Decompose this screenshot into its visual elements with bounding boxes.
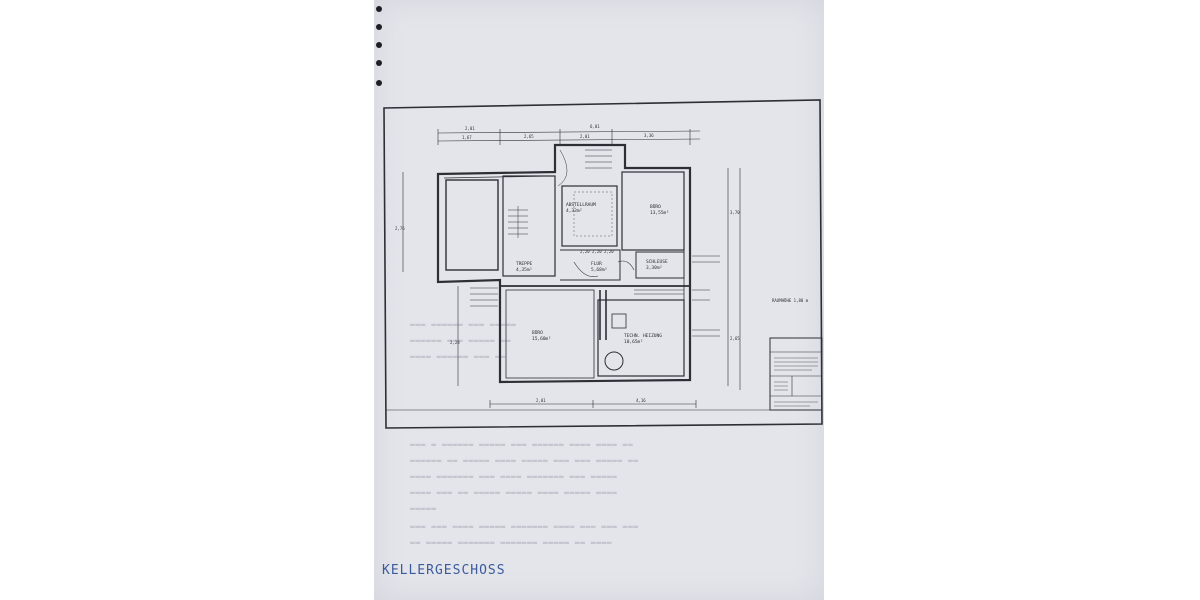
dimension-text: 3,70 [730,210,740,215]
title-block-lines [774,357,818,407]
show-through-text: ▬▬▬▬ ▬▬▬▬▬▬ ▬▬▬ ▬▬ [410,352,506,361]
room-label: BÜRO [650,203,661,210]
room-label: FLUR [591,261,602,267]
dimension-text: 2,01 [465,126,475,131]
dimension-text: 1,67 [462,135,472,140]
light-well [445,179,499,271]
title-block [769,337,823,411]
stair-room-walls [502,175,556,277]
room-area: 13,55m² [650,210,669,216]
room-label: TECHN. HEIZUNG [624,333,662,339]
office-lower-walls [505,289,595,379]
show-through-text: ▬▬▬▬▬▬ ▬▬▬ ▬▬▬▬▬ ▬▬ [410,336,512,345]
binder-hole [376,60,382,66]
room-area: 5,68m² [591,267,607,273]
show-through-text: ▬▬▬▬ ▬▬▬▬▬▬▬ ▬▬▬ ▬▬▬▬ ▬▬▬▬▬▬▬ ▬▬▬ ▬▬▬▬▬ [410,472,618,481]
binder-hole [376,24,382,30]
dimension-text: 6,01 [590,124,600,129]
storage-room-walls [561,185,618,247]
show-through-text: ▬▬▬▬▬ [410,504,437,513]
entry-stair [557,149,612,187]
dimension-text: 4,16 [636,398,646,403]
tank-symbol [604,351,624,371]
show-through-text: ▬▬▬ ▬▬▬ ▬▬▬▬ ▬▬▬▬▬ ▬▬▬▬▬▬▬ ▬▬▬▬ ▬▬▬ ▬▬▬ … [410,522,639,531]
dimension-text: 2,28 [450,340,460,345]
show-through-text: ▬▬▬▬▬▬ ▬▬ ▬▬▬▬▬ ▬▬▬▬ ▬▬▬▬▬ ▬▬▬ ▬▬▬ ▬▬▬▬▬… [410,456,639,465]
room-area: 15,60m² [532,336,551,342]
room-area: 4,35m² [516,267,532,273]
dimension-text: 2,01 [536,398,546,403]
room-height-note: RAUMHÖHE 1,80 m [772,298,809,303]
outside-steps [470,287,498,307]
dimension-text: 2,65 [730,336,740,341]
dimension-text: 3,36 [644,133,654,138]
dimension-ticks [437,129,691,145]
show-through-text: ▬▬▬ ▬ ▬▬▬▬▬▬ ▬▬▬▬▬ ▬▬▬ ▬▬▬▬▬▬ ▬▬▬▬ ▬▬▬▬ … [410,440,634,449]
airlock-walls [635,251,685,279]
office-upper-walls [621,171,685,251]
binder-hole [376,42,382,48]
show-through-text: ▬▬▬ ▬▬▬▬▬▬ ▬▬▬ ▬▬▬▬▬ [410,320,517,329]
room-area: 10,65m² [624,339,643,345]
technical-room-walls [597,299,685,377]
stair-treads [508,206,528,238]
dimension-text: 2,76 [395,226,405,231]
show-through-text: ▬▬▬▬ ▬▬▬ ▬▬ ▬▬▬▬▬ ▬▬▬▬▬ ▬▬▬▬ ▬▬▬▬▬ ▬▬▬▬ [410,488,618,497]
show-through-text: ▬▬ ▬▬▬▬▬ ▬▬▬▬▬▬▬ ▬▬▬▬▬▬▬ ▬▬▬▬▬ ▬▬ ▬▬▬▬ [410,538,613,547]
floor-caption: KELLERGESCHOSS [382,563,506,578]
dimension-line [437,138,701,142]
room-label: SCHLEUSE [646,259,668,265]
drawing-frame [383,99,823,429]
dimension-text: 2,20 [604,249,614,254]
dimension-text: 2,20 [592,249,602,254]
dimension-text: 2,20 [580,249,590,254]
outer-walls [436,143,692,384]
binder-hole [376,80,382,86]
room-area: 4,33m² [566,208,582,214]
installation-marks [692,255,720,337]
binder-hole [376,6,382,12]
dimension-line [437,130,701,134]
room-area: 3,30m² [646,265,662,271]
room-label: ABSTELLRAUM [566,202,596,208]
dimension-text: 2,01 [580,134,590,139]
dimension-text: 2,65 [524,134,534,139]
room-label: TREPPE [516,261,533,267]
room-label: BÜRO [532,329,543,336]
